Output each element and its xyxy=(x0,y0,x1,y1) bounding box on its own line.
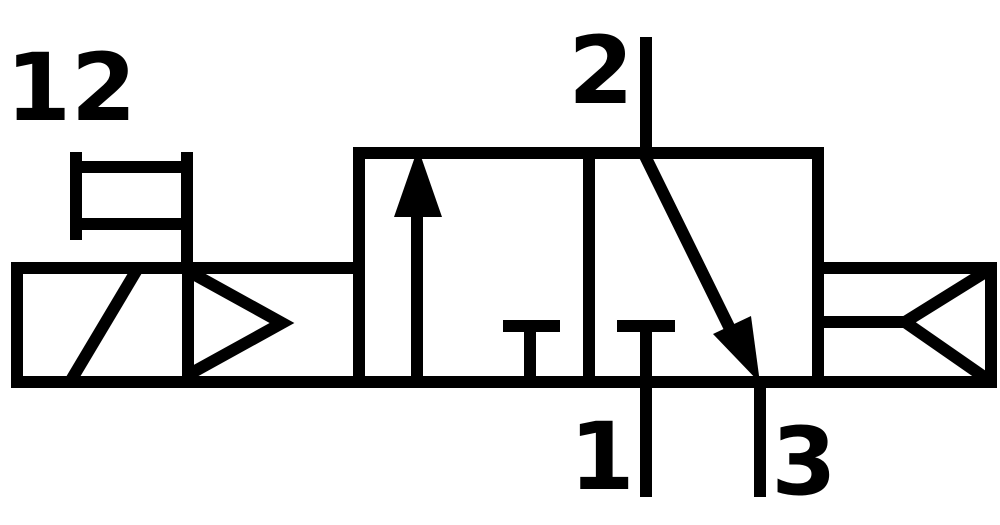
label-port-1: 1 xyxy=(569,403,634,512)
label-port-2: 2 xyxy=(568,17,633,126)
pneumatic-pilot-triangle-icon xyxy=(188,267,295,379)
down-right-arrowhead-icon xyxy=(713,316,760,383)
arrowheads xyxy=(394,148,760,383)
port-labels: 12 2 1 3 xyxy=(6,17,837,517)
flow-path-2-3-shaft xyxy=(636,147,744,348)
schematic-linework xyxy=(11,37,997,497)
blocked-port-symbol-left xyxy=(503,320,560,382)
valve-position-actuated xyxy=(411,208,560,388)
pilot-port-12-connector xyxy=(70,152,193,274)
air-spring-return-icon xyxy=(812,262,997,388)
spring-chevron xyxy=(894,262,996,388)
label-pilot-port-12: 12 xyxy=(6,34,137,143)
pilot-diagonal-line xyxy=(64,264,144,386)
port-lines xyxy=(640,37,766,497)
label-port-3: 3 xyxy=(771,408,836,517)
up-arrowhead-icon xyxy=(394,148,442,217)
